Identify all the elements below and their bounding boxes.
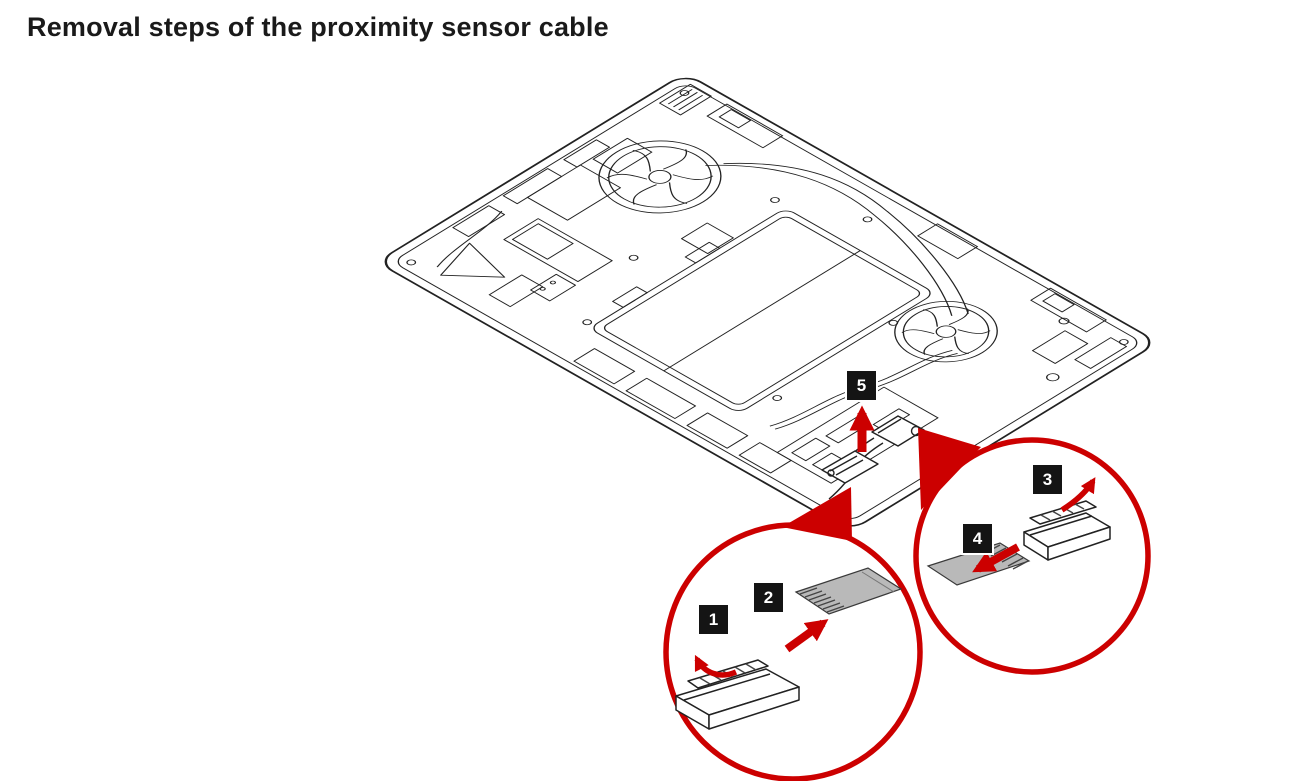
step-badge-4: 4 (961, 522, 994, 555)
io-board-cluster (1031, 317, 1128, 382)
step-badge-5: 5 (845, 369, 878, 402)
ribbon-cable-left (794, 567, 903, 615)
flip-latch-arrow-step3 (1060, 477, 1096, 513)
callout-circle-left (663, 522, 923, 781)
chassis-outline (384, 77, 1151, 527)
flip-latch-arrow-step1 (694, 654, 738, 678)
callout-right-detail (1023, 500, 1111, 561)
battery-outline (593, 210, 931, 411)
edge-modules-top (452, 83, 712, 237)
chassis-inner-rim (397, 85, 1138, 519)
callout-wedge-left (782, 487, 852, 541)
system-boards (503, 137, 734, 302)
callout-circle-right (913, 437, 1151, 675)
screw-holes (406, 90, 1129, 512)
callout-wedge-right (918, 428, 981, 510)
page-title: Removal steps of the proximity sensor ca… (27, 12, 609, 42)
hinge-brackets (706, 103, 1107, 333)
step-badge-2: 2 (752, 581, 785, 614)
cooling-fan-top (598, 140, 722, 214)
edge-modules-bottom (573, 348, 792, 474)
speaker-left (436, 210, 544, 308)
remove-cable-arrow-step4 (972, 543, 1020, 573)
heat-pipe (705, 162, 969, 316)
cable-contacts-left (799, 587, 845, 613)
remove-cable-arrow-step2 (784, 619, 829, 653)
cooling-fan-bottom (894, 301, 998, 363)
step-badge-1: 1 (697, 603, 730, 636)
step-badge-3: 3 (1031, 463, 1064, 496)
